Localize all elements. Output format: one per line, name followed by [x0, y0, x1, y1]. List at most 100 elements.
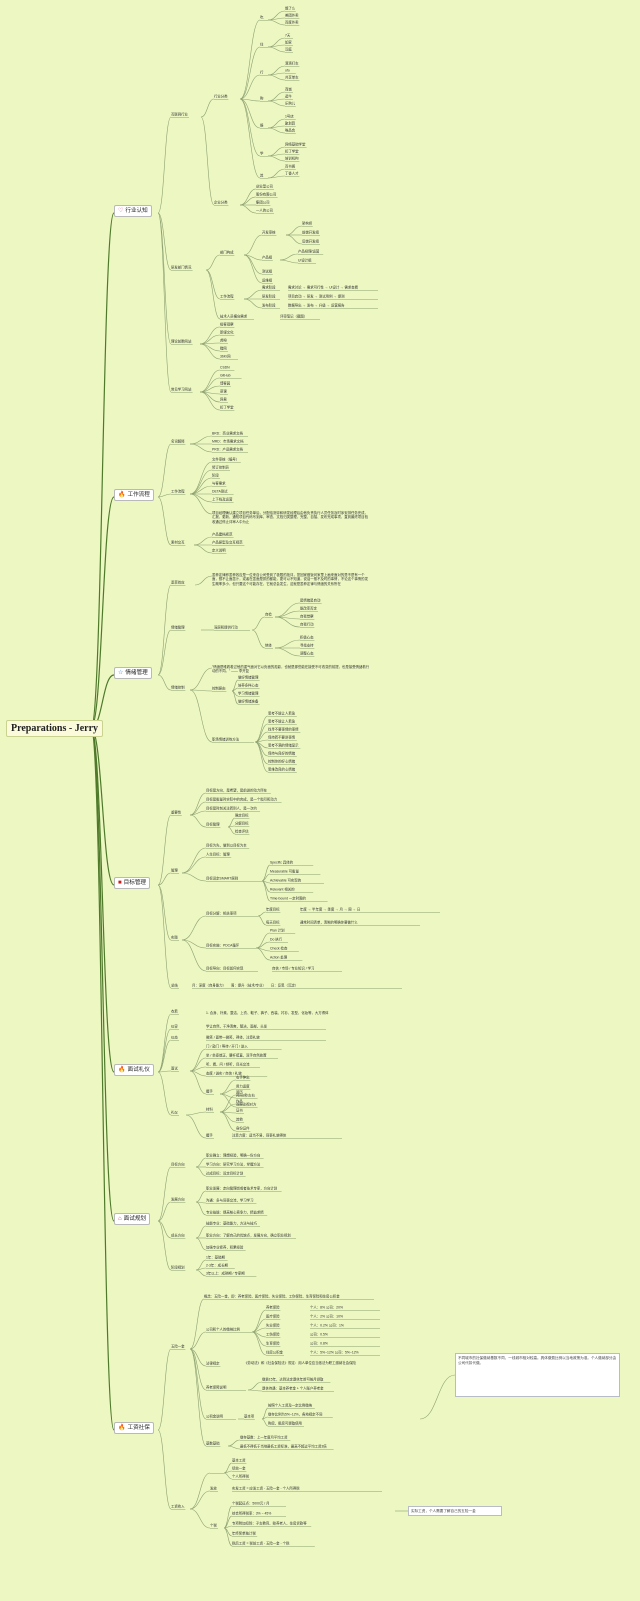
leaf-node[interactable]: 是情绪是自动: [300, 598, 321, 603]
leaf-node[interactable]: 产品建档规范: [212, 532, 233, 537]
leaf-node[interactable]: 职业确立：理想经验，明确一份方向: [206, 1153, 261, 1158]
leaf-node[interactable]: 丁香人才: [285, 171, 299, 176]
topic-posture[interactable]: 仪态: [171, 1035, 178, 1040]
leaf-node[interactable]: 职业发展：走向管理岗或者技术专家，方向计划: [206, 1186, 278, 1191]
leaf-node[interactable]: 前端开发组: [302, 230, 319, 235]
leaf-chain[interactable]: 项目启动 → 研发 → 测试用例 → 提测: [288, 294, 345, 299]
leaf-node[interactable]: 目标是衡量时实际中的完成，是一个指引和动力: [206, 797, 278, 802]
leaf-node[interactable]: 保持与良好的情绪: [268, 751, 296, 756]
leaf-node[interactable]: 检查评估: [235, 829, 249, 834]
branch-workflow[interactable]: 🔥工作流程: [114, 489, 154, 501]
leaf-note[interactable]: 《劳动法》和《社会保险法》规定：用人单位应当依法为职工缴纳社会保险: [244, 1361, 356, 1365]
leaf-node[interactable]: 网易: [220, 397, 227, 402]
topic-flow_release[interactable]: 发布阶段: [262, 303, 276, 308]
leaf-node[interactable]: 阶段: [212, 473, 219, 478]
topic-industry[interactable]: 互联网行业: [171, 112, 188, 117]
leaf-node[interactable]: 住房公积金: [266, 1350, 283, 1355]
topic-ratio[interactable]: 公司和个人的缴纳比例: [206, 1327, 240, 1332]
leaf-node[interactable]: 7天: [285, 33, 291, 38]
leaf-node[interactable]: 如家: [285, 40, 292, 45]
leaf-node[interactable]: 态度 / 诚实 / 自信 / 礼貌: [206, 1071, 242, 1076]
topic-delivery[interactable]: 素材交互: [171, 540, 185, 545]
leaf-node[interactable]: Measurable 可衡量: [270, 869, 299, 874]
leaf-node[interactable]: 生育保险: [266, 1341, 280, 1346]
topic-misc[interactable]: 其: [260, 173, 264, 178]
leaf-node[interactable]: 年终奖单独计税: [232, 1531, 256, 1536]
leaf-node[interactable]: Time-bound 一定时限的: [270, 896, 306, 901]
topic-practice[interactable]: 实践: [171, 935, 178, 940]
leaf-node[interactable]: 文件审核（编号）: [212, 457, 240, 462]
topic-eat[interactable]: 吃: [260, 15, 264, 20]
leaf-node[interactable]: 百书阁: [285, 164, 296, 169]
topic-control-sub1[interactable]: 控制原由: [212, 686, 226, 691]
leaf-node[interactable]: 加强专业修养，积累经验: [206, 1245, 244, 1250]
leaf-node[interactable]: 坐 / 坐姿端正，腰杆挺直，双手自然放置: [206, 1053, 267, 1058]
topic-wage[interactable]: 工资收入: [171, 1504, 185, 1509]
topic-flow_dev[interactable]: 研发阶段: [262, 294, 276, 299]
leaf-node[interactable]: Achievable 可实现的: [270, 878, 302, 883]
leaf-node[interactable]: DETA测试: [212, 489, 228, 494]
topic-ops[interactable]: 运维组: [262, 278, 273, 283]
topic-define[interactable]: 墨菲效应: [171, 580, 185, 585]
topic-important-sub[interactable]: 目标管理: [206, 822, 220, 827]
leaf-node[interactable]: 工伤保险: [266, 1332, 280, 1337]
leaf-node[interactable]: 思考不能让人着急: [268, 711, 296, 716]
leaf-node[interactable]: 门 / 敲门 / 等待 / 开门 / 进入: [206, 1044, 248, 1049]
leaf-node[interactable]: 缴费15年，达到法定退休年龄可按月领取: [262, 1377, 324, 1382]
topic-handshake[interactable]: 握手: [206, 1133, 213, 1138]
topic-plan[interactable]: 成长方向: [171, 1233, 185, 1238]
topic-tax-rule[interactable]: 个税: [210, 1523, 217, 1528]
branch-goal[interactable]: ■目标管理: [114, 877, 151, 889]
leaf-node[interactable]: MRD：市场需求文档: [212, 439, 244, 444]
leaf-value[interactable]: 个人：8% 公司：20%: [310, 1305, 343, 1310]
leaf-node[interactable]: Do 执行: [270, 937, 283, 942]
leaf-value[interactable]: 公司：0.5%: [310, 1332, 328, 1337]
topic-category[interactable]: 行业分类: [214, 94, 228, 99]
leaf-node[interactable]: 饿了么: [285, 6, 296, 11]
leaf-node[interactable]: 确定目标: [235, 813, 249, 818]
branch-salary[interactable]: 🔥工资社保: [114, 1422, 154, 1434]
topic-yearly[interactable]: 年度目标: [266, 907, 280, 912]
topic-ent[interactable]: 娱: [260, 123, 264, 128]
leaf-chain[interactable]: 月：深度（自身能力） 周：提升（技术/专业） 日：反思（沉淀）: [192, 983, 299, 988]
branch-emotion[interactable]: ☆情绪管理: [114, 667, 152, 679]
leaf-node[interactable]: 按照个人工资及一定比例缴纳: [268, 1403, 313, 1408]
leaf-node[interactable]: 证书: [236, 1108, 243, 1113]
leaf-chain[interactable]: 评审笔记（截图）: [280, 314, 308, 319]
branch-etiquette[interactable]: 🔥面试礼仪: [114, 1064, 154, 1076]
leaf-node[interactable]: Check 检查: [270, 946, 288, 951]
leaf-node[interactable]: 调整心态: [300, 651, 314, 656]
leaf-node[interactable]: 医疗保险: [266, 1314, 280, 1319]
root-topic[interactable]: Preparations - Jerry: [6, 720, 104, 737]
leaf-node[interactable]: 唯品会: [285, 128, 296, 133]
leaf-node[interactable]: 极客观察: [220, 322, 234, 327]
leaf-node[interactable]: 专项附加扣除：子女教育、赡养老人、住房贷款等: [232, 1521, 307, 1526]
leaf-chain[interactable]: 需求讨论 → 需求可行性 → UI设计 → 需求查看: [288, 285, 359, 290]
topic-dept[interactable]: 研发部门情况: [171, 265, 192, 270]
leaf-node[interactable]: 微笑 / 面带一微笑，得体，注意礼貌: [206, 1035, 260, 1040]
leaf-node[interactable]: 股份有限公司: [256, 192, 277, 197]
topic-develop[interactable]: 发展方向: [171, 1197, 185, 1202]
topic-workflow[interactable]: 工作流程: [220, 294, 234, 299]
topic-pdca[interactable]: 目标实施：PDCA循环: [206, 943, 240, 948]
topic-flow[interactable]: 工作流程: [171, 489, 185, 494]
branch-industry[interactable]: ♡行业认知: [114, 205, 152, 217]
topic-self[interactable]: 自检: [265, 612, 272, 617]
leaf-node[interactable]: 扣丁学堂: [285, 149, 299, 154]
leaf-node[interactable]: GitHub: [220, 373, 231, 378]
topic-social[interactable]: 五险一金: [171, 1344, 185, 1349]
topic-learning[interactable]: 常见学习网站: [171, 387, 192, 392]
leaf-note[interactable]: 1. 合身、朴素、整洁、上衣、鞋子、裤子、西装、衬衫、发型、化妆等，大方得体: [206, 1011, 329, 1015]
leaf-node[interactable]: 36Kr网: [220, 354, 231, 359]
topic-goal-manage[interactable]: 管理: [171, 868, 178, 873]
topic-ask[interactable]: 握手: [206, 1089, 213, 1094]
leaf-node[interactable]: ofo: [285, 68, 290, 73]
leaf-node[interactable]: 逛牛: [285, 94, 292, 99]
topic-summary[interactable]: 总结: [171, 983, 178, 988]
leaf-node[interactable]: 美团外卖: [285, 13, 299, 18]
leaf-node[interactable]: 扣丁学堂: [220, 405, 234, 410]
topic-dev[interactable]: 开发审核: [262, 230, 276, 235]
leaf-node[interactable]: 培训机构: [285, 156, 299, 161]
topic-salary-note[interactable]: 养老保障说明: [206, 1385, 227, 1390]
topic-law[interactable]: 法律规定: [206, 1361, 220, 1366]
